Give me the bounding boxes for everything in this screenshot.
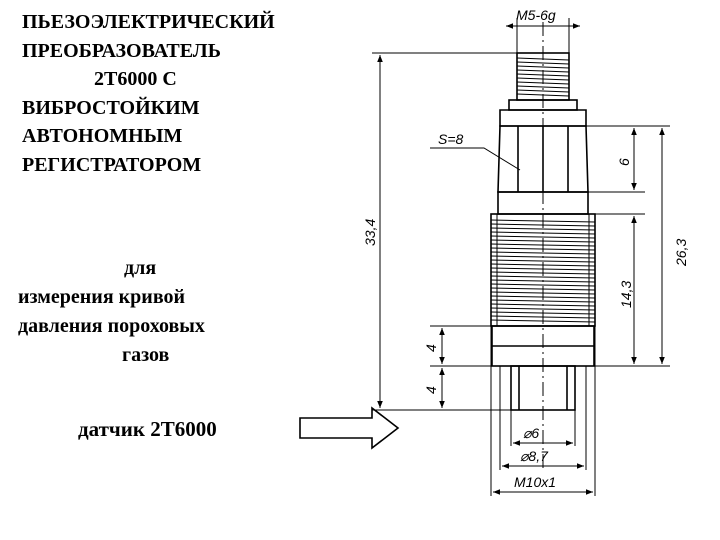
thread-line	[490, 275, 596, 279]
dim-upper-height: 26,3	[673, 239, 689, 267]
dim-hex: S=8	[438, 131, 464, 147]
title-line: ВИБРОСТОЙКИМ	[22, 96, 200, 119]
pointer-arrow	[299, 406, 400, 450]
thread-line	[516, 61, 570, 65]
thread-line	[490, 307, 596, 311]
thread-line	[490, 259, 596, 263]
thread-line	[490, 235, 596, 239]
description-line: давления пороховых	[18, 315, 205, 337]
description-line: измерения кривой	[18, 286, 186, 308]
thread-line	[516, 85, 570, 89]
title-line: РЕГИСТРАТОРОМ	[22, 153, 202, 176]
dim-thread-bottom: М10х1	[514, 474, 556, 490]
title-line: ПРЕОБРАЗОВАТЕЛЬ	[22, 39, 221, 62]
description-line: для	[124, 257, 157, 279]
dim-hex-height: 6	[616, 158, 632, 166]
title-line: АВТОНОМНЫМ	[22, 125, 183, 147]
sensor-label: датчик 2Т6000	[78, 417, 217, 441]
dim-thread-top: М5-6g	[516, 7, 556, 23]
thread-line	[490, 299, 596, 303]
dim-thread-height: 14,3	[618, 281, 634, 308]
title-line: ПЬЕЗОЭЛЕКТРИЧЕСКИЙ	[22, 11, 275, 33]
description: для измерения кривой давления пороховых …	[18, 254, 338, 370]
thread-line	[490, 283, 596, 287]
title: ПЬЕЗОЭЛЕКТРИЧЕСКИЙ ПРЕОБРАЗОВАТЕЛЬ 2Т600…	[22, 8, 392, 179]
dim-total-height: 33,4	[362, 219, 378, 246]
title-line: 2Т6000 С	[94, 68, 177, 90]
dim-tip-height: 4	[423, 386, 439, 394]
description-line: газов	[122, 344, 170, 366]
thread-line	[516, 65, 570, 69]
dimension-lines	[372, 18, 670, 496]
thread-line	[490, 251, 596, 255]
dim-tip-diameter: ⌀6	[523, 425, 539, 441]
thread-line	[490, 227, 596, 231]
dim-collar-diameter: ⌀8,7	[520, 448, 549, 464]
dim-collar-height: 4	[423, 344, 439, 352]
thread-line	[516, 89, 570, 93]
